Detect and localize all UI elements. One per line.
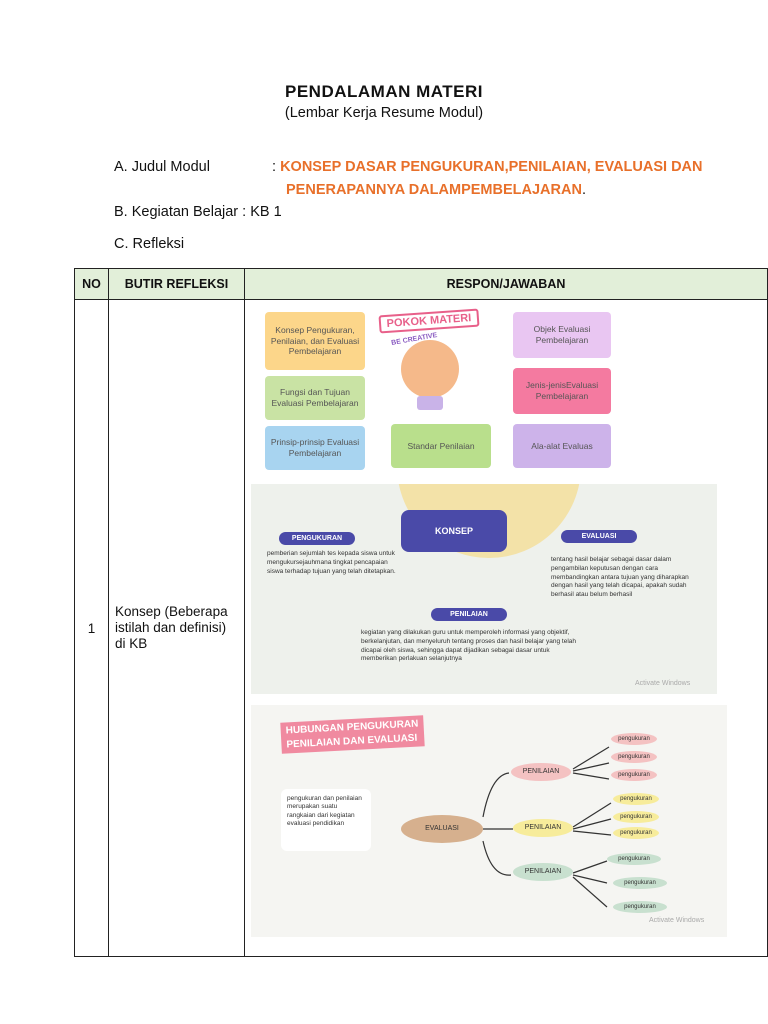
meta-judul-modul-line2: PENERAPANNYA DALAMPEMBELAJARAN.	[286, 182, 586, 198]
meta-refleksi: C. Refleksi	[114, 236, 185, 252]
lightbulb-base-icon	[417, 396, 443, 410]
judul-modul-period: .	[581, 182, 586, 198]
judul-modul-value-1: KONSEP DASAR PENGUKURAN,PENILAIAN, EVALU…	[280, 159, 703, 175]
header-butir-refleksi: BUTIR REFLEKSI	[108, 268, 245, 300]
pm-box-standar: Standar Penilaian	[391, 424, 491, 468]
meta-kegiatan-belajar: B. Kegiatan Belajar : KB 1	[114, 204, 282, 220]
header-respon-jawaban: RESPON/JAWABAN	[244, 268, 768, 300]
page-subtitle: (Lembar Kerja Resume Modul)	[284, 105, 484, 121]
hubungan-note: pengukuran dan penilaian merupakan suatu…	[281, 789, 371, 851]
pm-box-jenis: Jenis-jenisEvaluasi Pembelajaran	[513, 368, 611, 414]
pm-box-objek: Objek Evaluasi Pembelajaran	[513, 312, 611, 358]
lightbulb-icon	[401, 340, 459, 398]
judul-modul-label: A. Judul Modul	[114, 159, 210, 175]
pm-title: POKOK MATERI	[378, 308, 480, 334]
judul-modul-value-2: PENERAPANNYA DALAMPEMBELAJARAN	[286, 182, 582, 198]
pengukuran-pill: PENGUKURAN	[279, 532, 355, 545]
pm-box-fungsi: Fungsi dan Tujuan Evaluasi Pembelajaran	[265, 376, 365, 420]
pm-box-konsep: Konsep Pengukuran, Penilaian, dan Evalua…	[265, 312, 365, 370]
evaluasi-pill: EVALUASI	[561, 530, 637, 543]
meta-judul-modul: A. Judul Modul: KONSEP DASAR PENGUKURAN,…	[114, 159, 702, 175]
hubungan-image: HUBUNGAN PENGUKURAN PENILAIAN DAN EVALUA…	[251, 705, 727, 937]
pengukuran-text: pemberian sejumlah tes kepada siswa untu…	[267, 550, 396, 575]
evaluasi-text: tentang hasil belajar sebagai dasar dala…	[551, 556, 689, 599]
refleksi-table: NO BUTIR REFLEKSI RESPON/JAWABAN 1 Konse…	[74, 268, 768, 957]
pengukuran-oval-3b: pengukuran	[613, 877, 667, 889]
konsep-center: KONSEP	[401, 510, 507, 552]
table-header-row: NO BUTIR REFLEKSI RESPON/JAWABAN	[74, 268, 768, 300]
pengukuran-oval-2b: pengukuran	[613, 811, 659, 823]
pengukuran-oval-3c: pengukuran	[613, 901, 667, 913]
penilaian-pill: PENILAIAN	[431, 608, 507, 621]
pengukuran-oval-2a: pengukuran	[613, 793, 659, 805]
table-row: 1 Konsep (Beberapa istilah dan definisi)…	[74, 299, 768, 957]
pengukuran-oval-2c: pengukuran	[613, 827, 659, 839]
watermark-activate: Activate Windows	[649, 917, 705, 924]
row-butir: Konsep (Beberapa istilah dan definisi) d…	[108, 299, 245, 957]
row-respon: Konsep Pengukuran, Penilaian, dan Evalua…	[244, 299, 768, 957]
pengukuran-oval-1a: pengukuran	[611, 733, 657, 745]
penilaian-oval-2: PENILAIAN	[513, 819, 573, 837]
watermark-activate: Activate Windows	[635, 680, 691, 687]
page-title: PENDALAMAN MATERI	[284, 82, 483, 101]
pengukuran-oval-1b: pengukuran	[611, 751, 657, 763]
evaluasi-oval: EVALUASI	[401, 815, 483, 843]
pokok-materi-image: Konsep Pengukuran, Penilaian, dan Evalua…	[251, 304, 623, 472]
hubungan-connectors	[482, 746, 612, 908]
penilaian-oval-1: PENILAIAN	[511, 763, 571, 781]
judul-modul-separator: :	[272, 159, 277, 175]
header-no: NO	[74, 268, 109, 300]
konsep-image: KONSEP PENGUKURAN pemberian sejumlah tes…	[251, 484, 717, 694]
row-number: 1	[74, 299, 109, 957]
pengukuran-oval-3a: pengukuran	[607, 853, 661, 865]
penilaian-oval-3: PENILAIAN	[513, 863, 573, 881]
pm-box-prinsip: Prinsip-prinsip Evaluasi Pembelajaran	[265, 426, 365, 470]
pengukuran-oval-1c: pengukuran	[611, 769, 657, 781]
pm-box-alat: Ala-alat Evaluas	[513, 424, 611, 468]
penilaian-text: kegiatan yang dilakukan guru untuk mempe…	[361, 629, 577, 663]
